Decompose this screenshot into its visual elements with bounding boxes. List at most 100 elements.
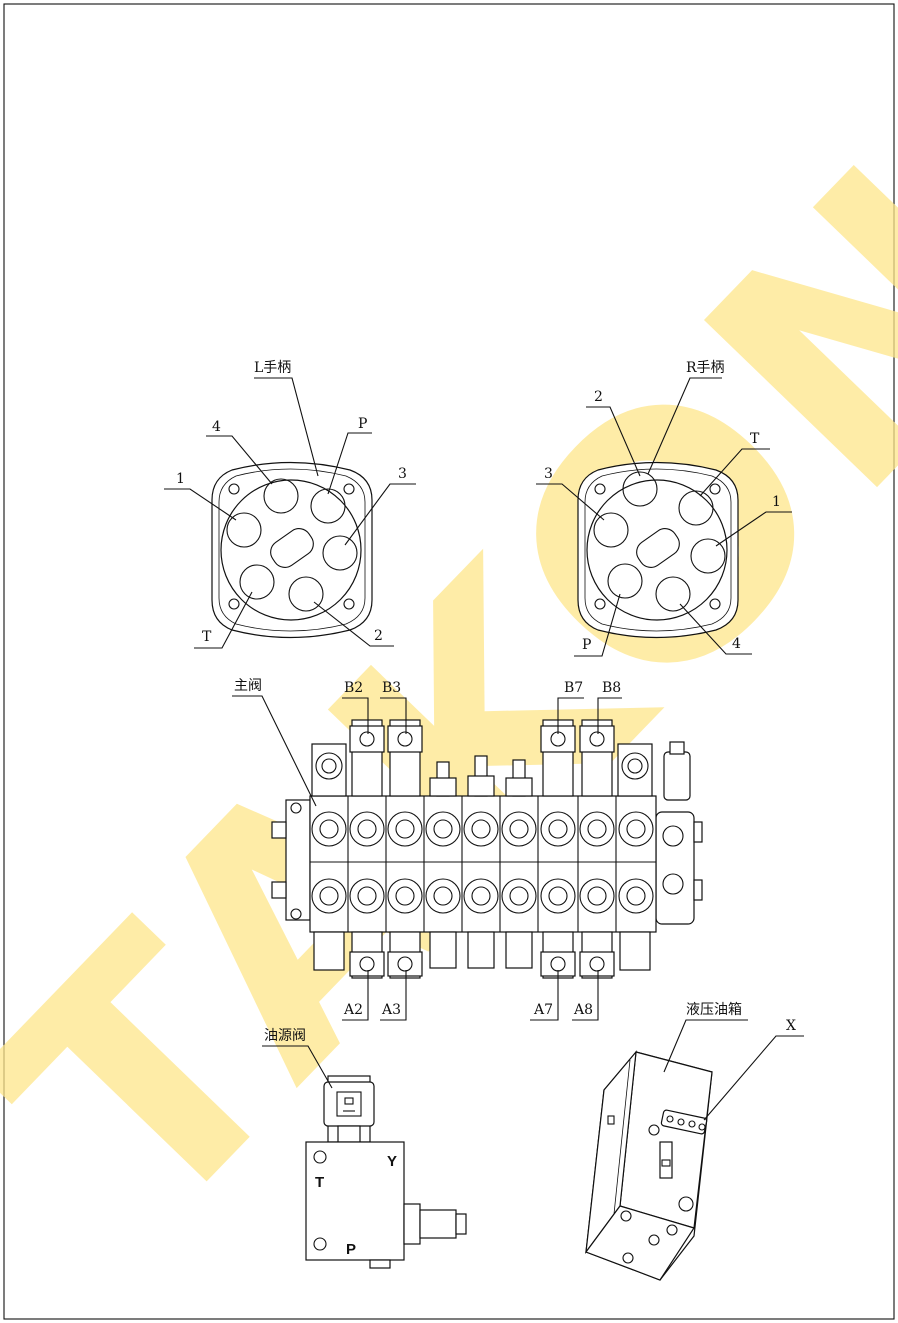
left-port-P xyxy=(310,488,346,524)
section-port xyxy=(387,811,423,847)
left-bolt-hole xyxy=(228,483,240,495)
left-handle-title: L手柄 xyxy=(254,360,291,376)
inlet-bolt xyxy=(290,908,302,920)
leader-B2 xyxy=(342,697,369,734)
right-port-3 xyxy=(593,512,629,548)
section-port-bore xyxy=(626,819,646,839)
tank-bolt xyxy=(648,1234,660,1246)
leader-left-4 xyxy=(206,435,273,485)
section-port-bore xyxy=(587,886,607,906)
left-label-4: 4 xyxy=(212,419,221,435)
left-handle-face xyxy=(220,479,362,621)
lock-valve-right-knob xyxy=(621,752,649,780)
tank-bolt xyxy=(622,1252,634,1264)
right-port-1 xyxy=(690,538,726,574)
watermark: TAKON xyxy=(0,90,898,1294)
spool-cap xyxy=(467,775,495,797)
tank-side-hole xyxy=(607,1115,615,1125)
section-port xyxy=(463,878,499,914)
tank-title: 液压油箱 xyxy=(686,1002,742,1018)
section-port-bore xyxy=(433,819,453,839)
leader-right-title xyxy=(647,377,722,475)
bottom-actuators xyxy=(313,931,651,979)
adjuster-base xyxy=(403,1203,421,1245)
leader-right-4 xyxy=(679,603,752,655)
work-block-A3-head xyxy=(387,951,423,977)
left-bolt-hole xyxy=(343,598,355,610)
valve-sections xyxy=(309,795,657,933)
right-handle-slot xyxy=(636,528,680,568)
right-label-P: P xyxy=(582,637,591,653)
label-B8: B8 xyxy=(602,680,621,696)
adjuster-cap xyxy=(455,1213,467,1235)
valve-body xyxy=(309,795,657,933)
mounting-hole xyxy=(313,1237,327,1251)
left-label-1: 1 xyxy=(176,471,185,487)
section-port xyxy=(618,811,654,847)
section-port-bore xyxy=(357,819,377,839)
tank-bolt xyxy=(666,1224,678,1236)
tank-port-hole xyxy=(698,1123,706,1131)
section-port xyxy=(425,878,461,914)
section-port-bore xyxy=(548,886,568,906)
sheet-border xyxy=(3,3,895,1320)
adjuster-body xyxy=(419,1209,457,1239)
inlet-fitting xyxy=(271,821,287,839)
leader-right-3 xyxy=(536,483,605,521)
leader-left-2 xyxy=(313,601,394,647)
left-port-2 xyxy=(288,576,324,612)
source-port-T: T xyxy=(315,1174,324,1191)
leader-B7 xyxy=(557,697,584,734)
spool-cap xyxy=(505,777,533,797)
leader-A8 xyxy=(572,970,599,1021)
leader-right-P xyxy=(574,593,621,657)
leader-right-T xyxy=(699,448,770,497)
tank-edge xyxy=(613,1059,631,1215)
lock-valve-left-knob-inner xyxy=(321,758,337,774)
leader-B8 xyxy=(597,697,622,734)
work-block-B8-head xyxy=(579,725,615,753)
tank-port-hole xyxy=(666,1115,674,1123)
spool-end-cap xyxy=(429,931,457,969)
right-port-2 xyxy=(622,471,658,507)
inlet-bolt xyxy=(290,802,302,814)
left-port-T xyxy=(239,564,275,600)
right-handle-title: R手柄 xyxy=(686,360,725,376)
section-port xyxy=(579,811,615,847)
work-block-B2-head xyxy=(349,725,385,753)
spool-end-cap xyxy=(505,931,533,969)
tank-bolt xyxy=(620,1210,632,1222)
right-port-4 xyxy=(655,576,691,612)
leader-left-T xyxy=(194,591,253,649)
main-valve: 主阀 B2 B3 B7 B8 A2 A3 A7 A8 xyxy=(232,678,703,1021)
tank-port-hole xyxy=(688,1120,696,1128)
section-port xyxy=(463,811,499,847)
right-label-T: T xyxy=(750,431,760,447)
leader-left-1 xyxy=(164,488,237,521)
section-port xyxy=(579,878,615,914)
left-handle-slot xyxy=(270,528,314,568)
tank-sight-window xyxy=(661,1159,671,1167)
outlet-end-plate xyxy=(655,811,695,925)
section-port xyxy=(501,811,537,847)
leader-left-3 xyxy=(344,483,416,546)
left-bolt-hole xyxy=(228,598,240,610)
work-port-A3 xyxy=(397,956,413,972)
section-port xyxy=(311,878,347,914)
work-port-B2 xyxy=(359,731,375,747)
tank-port-hole xyxy=(677,1118,685,1126)
section-port-bore xyxy=(319,886,339,906)
main-valve-title: 主阀 xyxy=(234,678,262,694)
section-port-bore xyxy=(587,819,607,839)
right-bolt-hole xyxy=(594,598,606,610)
leader-A7 xyxy=(530,970,559,1021)
label-A7: A7 xyxy=(533,1002,553,1018)
right-label-3: 3 xyxy=(544,466,553,482)
label-B3: B3 xyxy=(382,680,401,696)
left-label-3: 3 xyxy=(398,466,407,482)
tank-drain xyxy=(678,1196,694,1212)
section-port xyxy=(618,878,654,914)
left-label-2: 2 xyxy=(374,628,383,644)
spool-cap xyxy=(429,777,457,797)
